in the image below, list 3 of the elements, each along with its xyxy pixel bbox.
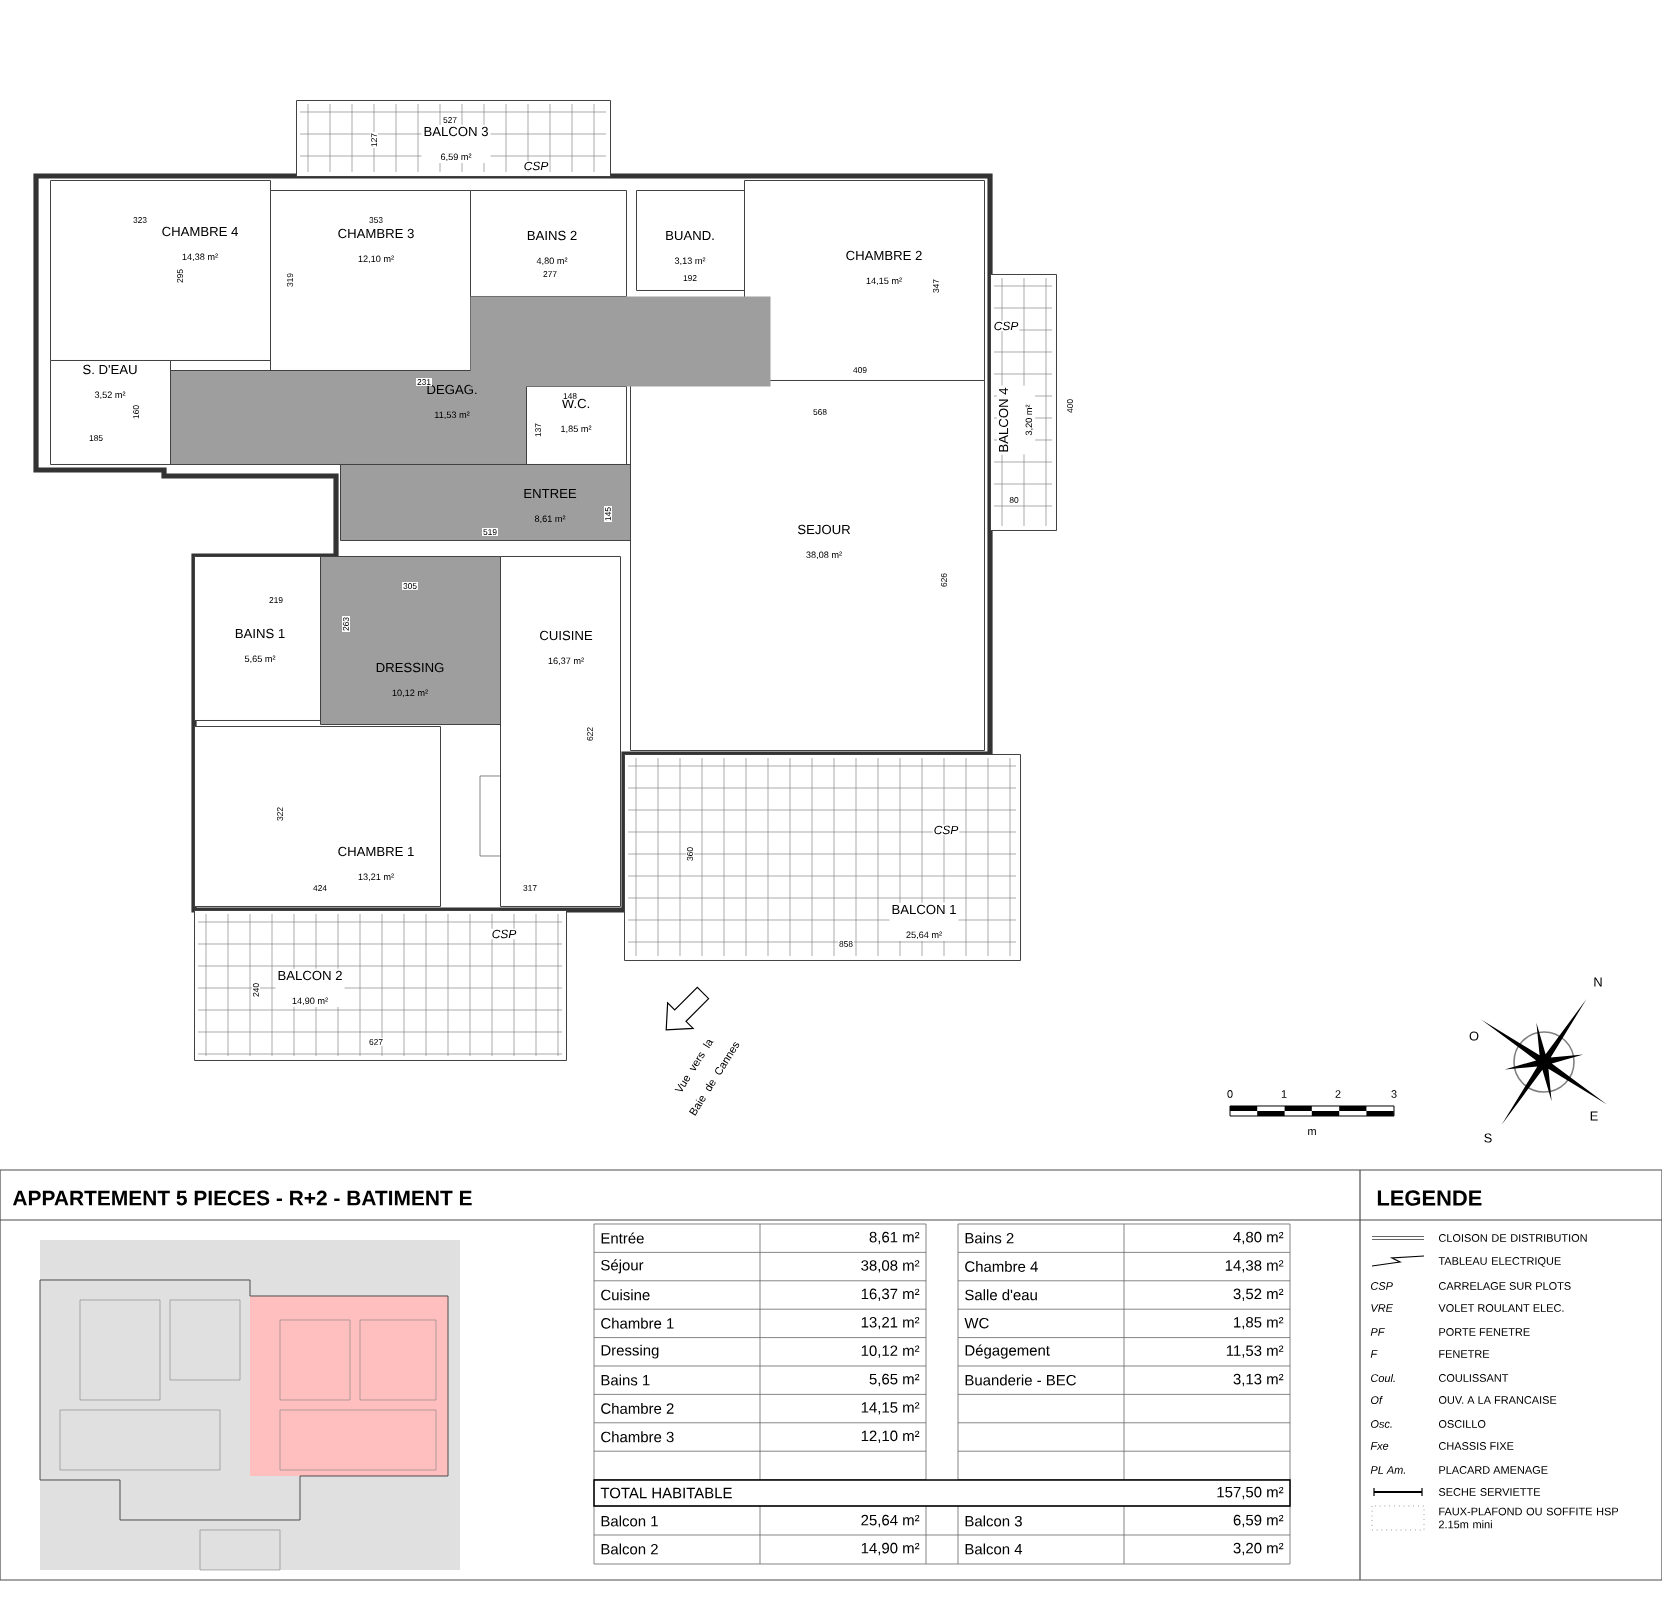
corridor-floor bbox=[470, 296, 771, 387]
legend-heading: LEGENDE bbox=[1377, 1190, 1482, 1206]
plan-title: APPARTEMENT 5 PIECES - R+2 - BATIMENT E bbox=[12, 1190, 472, 1206]
